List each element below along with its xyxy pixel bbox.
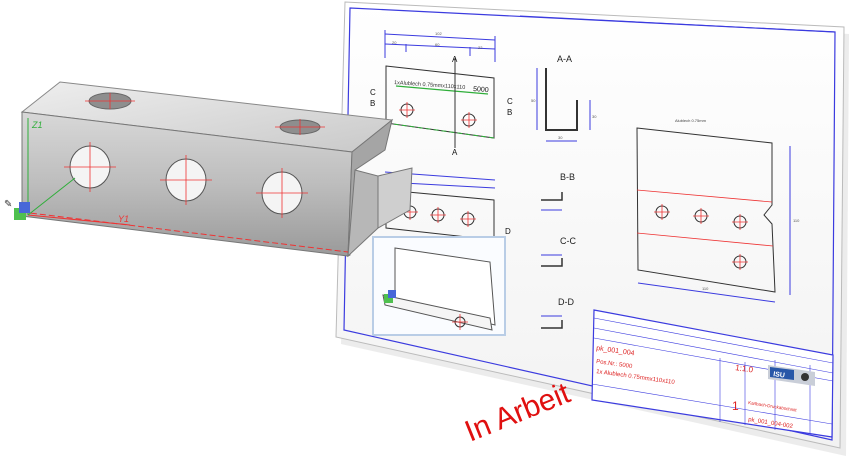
top-view: 1xAlublech 0.75mmx110x110 5000 A A C B C… (370, 55, 513, 157)
section-mark-a: A (452, 148, 458, 157)
dim-label: 60 (435, 42, 440, 47)
dim-label: 102 (435, 31, 442, 36)
axis-label-y: Y1 (118, 214, 129, 224)
section-mark-c: C (370, 88, 376, 97)
inset-3d-view (372, 236, 506, 336)
dim-label: 30 (558, 135, 563, 140)
flat-pattern-view: Alublech 0.75mm 110 110 (636, 118, 800, 303)
section-title: D-D (558, 297, 574, 307)
section-c-c: C-C (541, 236, 576, 267)
section-b-b: B-B (541, 172, 575, 211)
dim-label: 110 (702, 286, 709, 291)
axis-label-z: Z1 (31, 120, 43, 130)
dim-label: 50 (531, 98, 536, 103)
dim-label: 30 (592, 114, 597, 119)
section-mark-d: D (505, 227, 511, 236)
title-block: pk_001_004 Pos.Nr.: 5000 1x Alublech 0.7… (591, 309, 834, 438)
section-title: C-C (560, 236, 576, 246)
section-d-d: D-D (541, 297, 574, 329)
plate-pos: 5000 (473, 86, 489, 94)
dim-label: 20 (392, 40, 397, 45)
3d-sheetmetal-part: ✎ Z1 Y1 (4, 81, 413, 258)
scale: 1:1.0 (735, 363, 754, 374)
section-a-a: A-A 50 30 30 (531, 54, 597, 142)
flat-pattern-note: Alublech 0.75mm (675, 118, 707, 123)
edit-pencil-icon[interactable]: ✎ (4, 199, 12, 210)
section-mark-b: B (507, 108, 512, 117)
dim-label: 110 (793, 218, 800, 223)
section-title: A-A (557, 54, 572, 64)
section-mark-b: B (370, 99, 375, 108)
drawing-sheet: 102 20 60 22 1xAlublech 0.75mmx110x110 5… (335, 1, 849, 456)
position-number: Pos.Nr.: 5000 (596, 359, 633, 370)
status-stamp: In Arbeit (460, 376, 575, 448)
plate-label: 1xAlublech 0.75mmx110x110 (394, 80, 466, 91)
section-mark-c: C (507, 97, 513, 106)
isu-logo: ISU (768, 365, 815, 386)
isu-logo-text: ISU (773, 371, 786, 380)
dim-label: 22 (478, 45, 483, 50)
section-title: B-B (560, 172, 575, 182)
dimensions-top-view: 102 20 60 22 (384, 30, 496, 62)
sheet-number: 1 (732, 399, 739, 413)
section-mark-a: A (452, 55, 458, 64)
coordinate-axes: ✎ Z1 Y1 (4, 118, 131, 226)
